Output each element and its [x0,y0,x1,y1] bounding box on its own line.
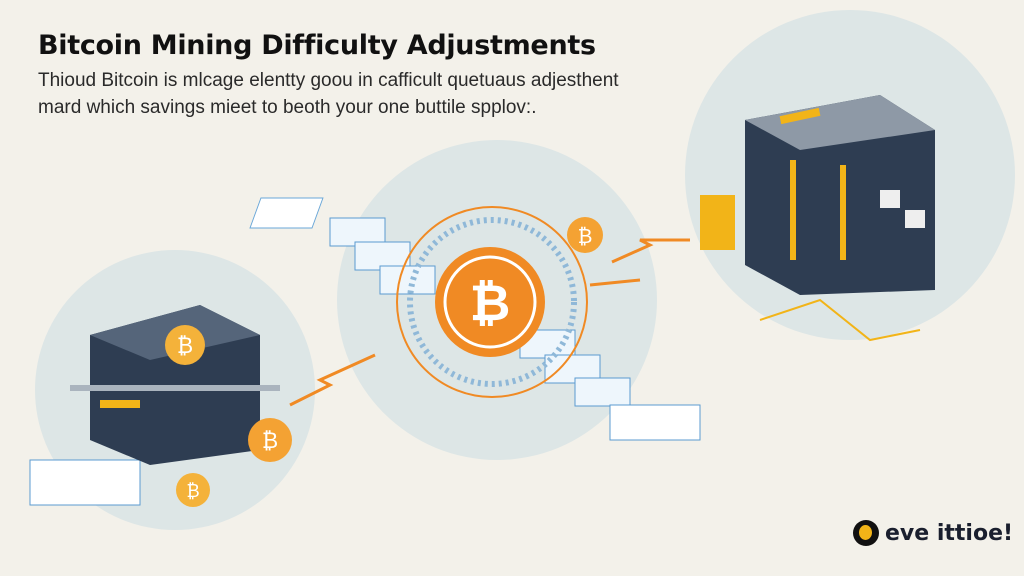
subtitle-line-2: mard which savings mieet to beoth your o… [38,97,537,118]
page-title: Bitcoin Mining Difficulty Adjustments [38,30,596,61]
block-tile-icon [29,459,141,506]
brand-logo: eve ittioe! [853,520,1013,546]
block-tile-icon [574,377,631,407]
central-bitcoin: ₿ [396,206,588,398]
svg-text:₿: ₿ [186,481,199,502]
small-coins: ₿ ₿ ₿ ₿ [165,217,603,507]
svg-text:₿: ₿ [262,429,278,454]
bitcoin-coin-icon [435,247,545,357]
block-tile-icon [609,404,701,441]
block-tile-icon [249,197,324,229]
arrow-icon [289,238,690,407]
block-tile-icon [329,217,386,247]
bitcoin-coin-icon [567,217,603,253]
block-tiles [29,197,701,506]
bitcoin-coin-icon [248,418,292,462]
subtitle-line-1: Thioud Bitcoin is mlcage elentty goou in… [38,70,619,91]
bitcoin-coin-icon [165,325,205,365]
svg-text:₿: ₿ [470,274,511,332]
block-tile-icon [379,265,436,295]
mining-server-icon [700,95,935,342]
bitcoin-coin-icon [176,473,210,507]
svg-text:₿: ₿ [177,334,193,359]
brand-name: eve ittioe! [885,520,1014,546]
brand-logo-icon [853,520,879,546]
svg-text:₿: ₿ [578,224,593,248]
